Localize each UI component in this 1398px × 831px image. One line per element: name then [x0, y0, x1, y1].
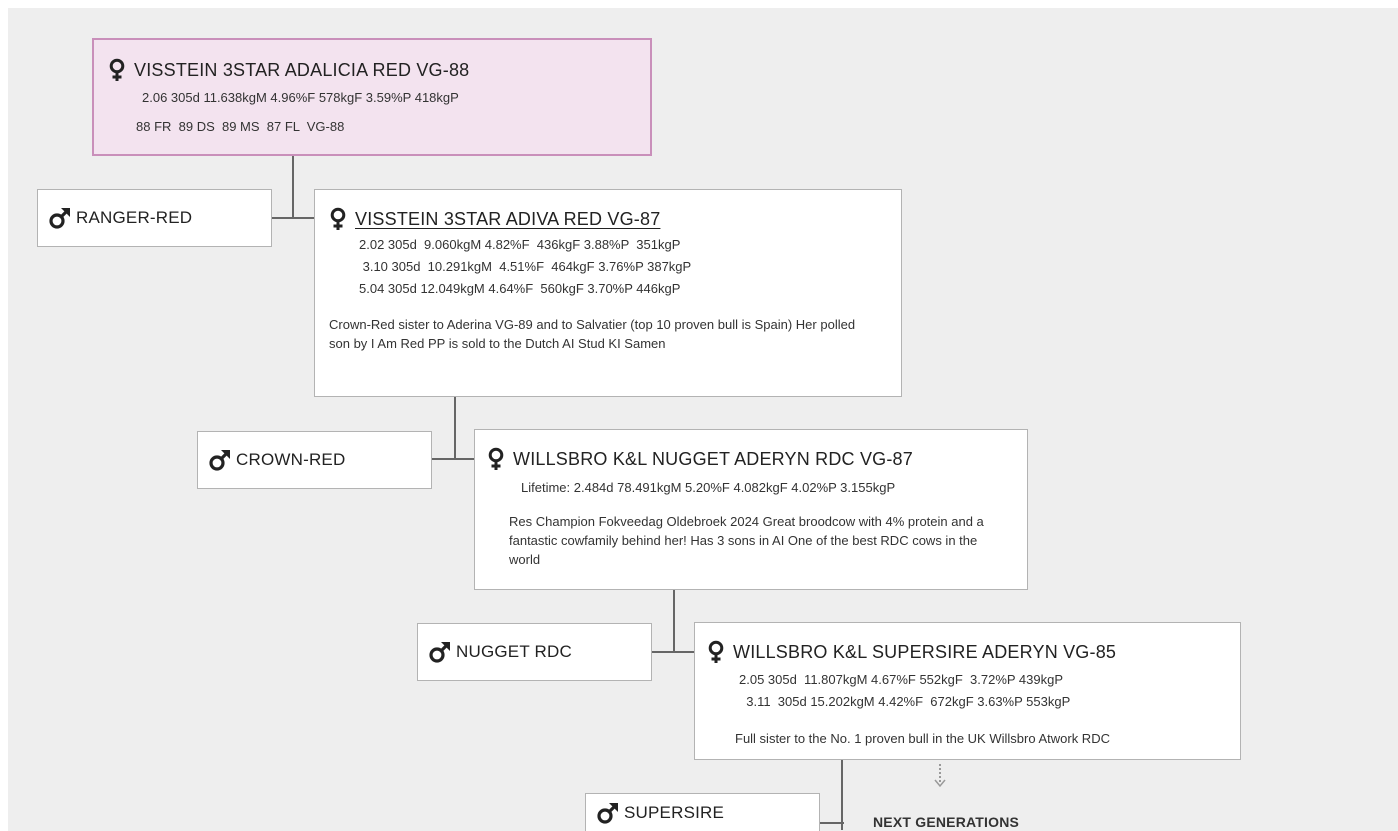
connector — [673, 590, 675, 652]
dam-note: Full sister to the No. 1 proven bull in … — [735, 731, 1110, 746]
sire-name: NUGGET RDC — [456, 642, 572, 661]
dam-name: WILLSBRO K&L SUPERSIRE ADERYN VG-85 — [733, 641, 1117, 662]
dam-title: WILLSBRO K&L NUGGET ADERYN RDC VG-87 — [487, 447, 913, 471]
next-generations-link[interactable]: NEXT GENERATIONS — [873, 814, 1020, 830]
sire-card-2[interactable]: CROWN-RED — [197, 431, 432, 489]
classification-record: 88 FR 89 DS 89 MS 87 FL VG-88 — [136, 119, 345, 134]
connector — [292, 156, 294, 218]
dam-card-1[interactable]: VISSTEIN 3STAR ADALICIA RED VG-88 2.06 3… — [92, 38, 652, 156]
dam-name-link[interactable]: VISSTEIN 3STAR ADIVA RED VG-87 — [355, 208, 661, 229]
connector — [820, 822, 844, 824]
dam-card-2[interactable]: VISSTEIN 3STAR ADIVA RED VG-87 2.02 305d… — [314, 189, 902, 397]
male-icon — [209, 450, 230, 471]
female-icon — [109, 58, 125, 81]
production-record: 3.10 305d 10.291kgM 4.51%F 464kgF 3.76%P… — [359, 259, 692, 274]
sire-name: SUPERSIRE — [624, 802, 725, 822]
dam-name: WILLSBRO K&L NUGGET ADERYN RDC VG-87 — [513, 448, 913, 469]
sire-card-3[interactable]: NUGGET RDC — [417, 623, 652, 681]
dam-card-4[interactable]: WILLSBRO K&L SUPERSIRE ADERYN VG-85 2.05… — [694, 622, 1241, 760]
dam-card-3[interactable]: WILLSBRO K&L NUGGET ADERYN RDC VG-87 Lif… — [474, 429, 1028, 590]
production-record: Lifetime: 2.484d 78.491kgM 5.20%F 4.082k… — [521, 480, 896, 495]
sire-card-4[interactable]: SUPERSIRE — [585, 793, 820, 831]
male-icon — [49, 208, 70, 229]
connector — [652, 651, 694, 653]
dam-title: VISSTEIN 3STAR ADALICIA RED VG-88 — [108, 58, 469, 82]
sire-card-1[interactable]: RANGER-RED — [37, 189, 272, 247]
dam-title: WILLSBRO K&L SUPERSIRE ADERYN VG-85 — [707, 640, 1116, 664]
male-icon — [429, 642, 450, 663]
production-record: 2.05 305d 11.807kgM 4.67%F 552kgF 3.72%P… — [739, 672, 1064, 687]
arrow-down-icon — [934, 764, 946, 788]
female-icon — [488, 447, 504, 470]
dam-name: VISSTEIN 3STAR ADALICIA RED VG-88 — [134, 59, 470, 80]
production-record: 2.06 305d 11.638kgM 4.96%F 578kgF 3.59%P… — [142, 90, 459, 105]
dam-title: VISSTEIN 3STAR ADIVA RED VG-87 — [329, 207, 660, 231]
pedigree-canvas: VISSTEIN 3STAR ADALICIA RED VG-88 2.06 3… — [8, 8, 1398, 831]
male-icon — [597, 802, 618, 824]
connector — [432, 458, 474, 460]
dam-note: Res Champion Fokveedag Oldebroek 2024 Gr… — [509, 514, 984, 567]
connector — [454, 397, 456, 459]
production-record: 3.11 305d 15.202kgM 4.42%F 672kgF 3.63%P… — [739, 694, 1071, 709]
sire-name: RANGER-RED — [76, 208, 193, 227]
connector — [841, 760, 843, 830]
production-record: 2.02 305d 9.060kgM 4.82%F 436kgF 3.88%P … — [359, 237, 681, 252]
connector — [272, 217, 314, 219]
sire-name: CROWN-RED — [236, 450, 346, 469]
female-icon — [708, 640, 724, 663]
production-record: 5.04 305d 12.049kgM 4.64%F 560kgF 3.70%P… — [359, 281, 681, 296]
female-icon — [330, 207, 346, 230]
dam-note: Crown-Red sister to Aderina VG-89 and to… — [329, 317, 856, 351]
